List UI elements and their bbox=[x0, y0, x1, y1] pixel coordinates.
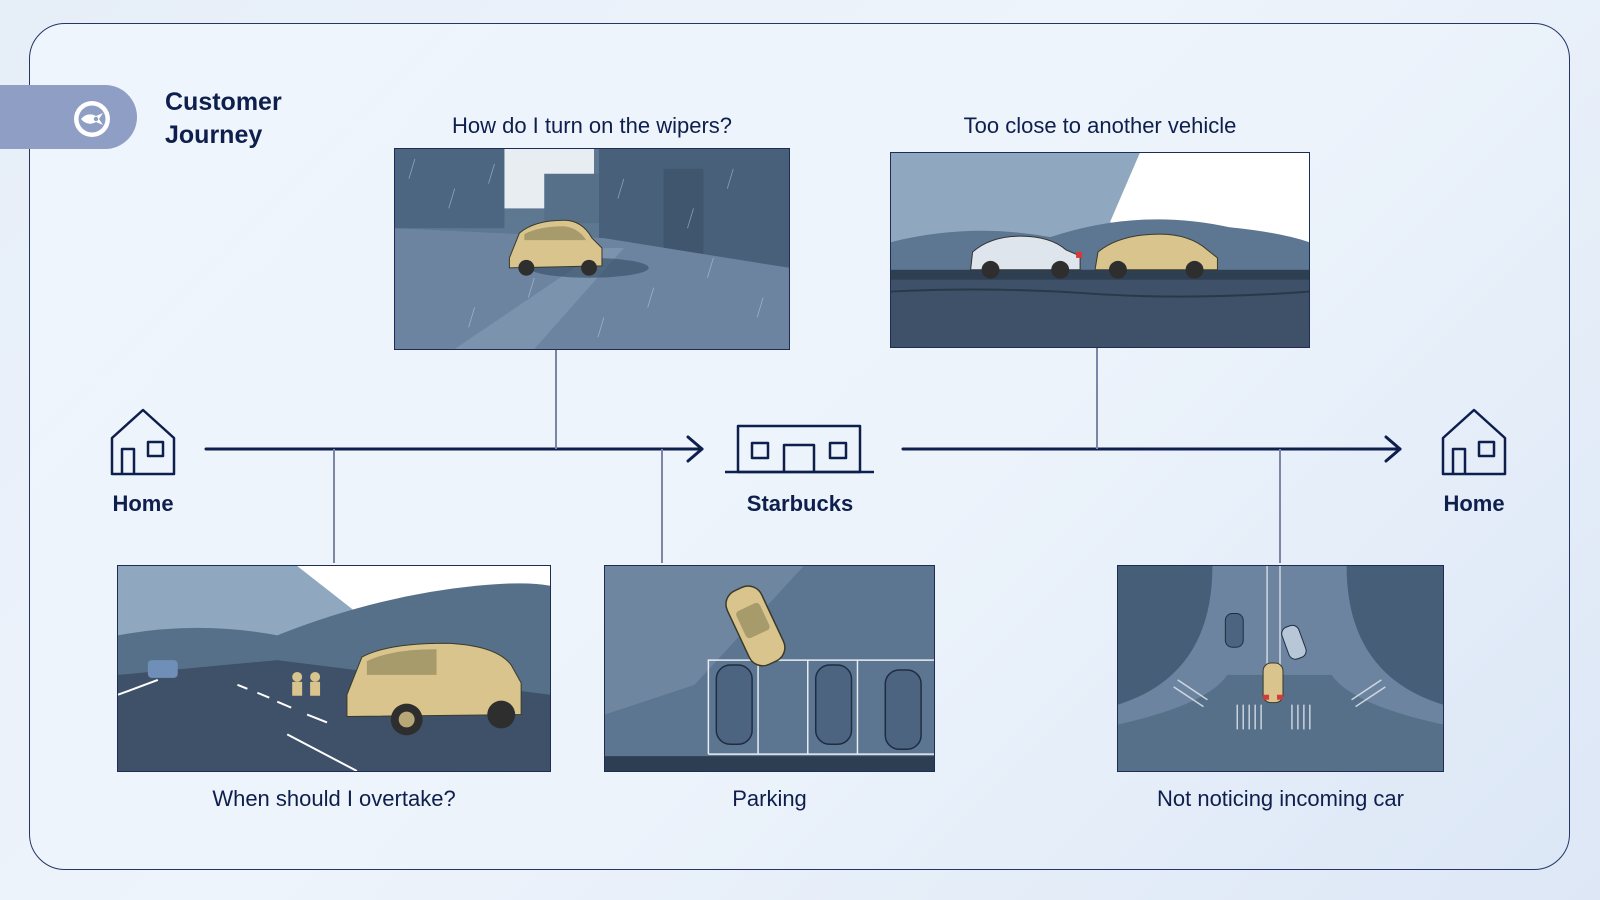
brand-tab bbox=[0, 85, 137, 149]
caption-too-close: Too close to another vehicle bbox=[963, 113, 1237, 138]
scene-too-close-illustration bbox=[890, 152, 1310, 348]
caption-wipers: How do I turn on the wipers? bbox=[451, 113, 733, 138]
node-label-starbucks: Starbucks bbox=[746, 491, 854, 516]
node-label-home-end: Home bbox=[1443, 491, 1505, 516]
shop-building-icon bbox=[725, 424, 874, 474]
scene-wipers-illustration bbox=[394, 148, 790, 350]
caption-overtake: When should I overtake? bbox=[212, 786, 456, 811]
caption-parking: Parking bbox=[732, 786, 807, 811]
caption-incoming: Not noticing incoming car bbox=[1156, 786, 1404, 811]
scene-parking-illustration bbox=[604, 565, 935, 772]
scene-overtake-illustration bbox=[117, 565, 551, 772]
node-label-home-start: Home bbox=[112, 491, 174, 516]
winged-arrow-logo-icon bbox=[74, 101, 110, 137]
title-line-1: Customer bbox=[165, 88, 282, 116]
arrowhead-outbound bbox=[686, 435, 704, 463]
house-icon bbox=[110, 408, 176, 476]
title-line-2: Journey bbox=[165, 121, 263, 149]
scene-incoming-car-illustration bbox=[1117, 565, 1444, 772]
page-title: Customer Journey bbox=[165, 86, 282, 152]
house-icon bbox=[1441, 408, 1507, 476]
arrowhead-return bbox=[1384, 435, 1402, 463]
